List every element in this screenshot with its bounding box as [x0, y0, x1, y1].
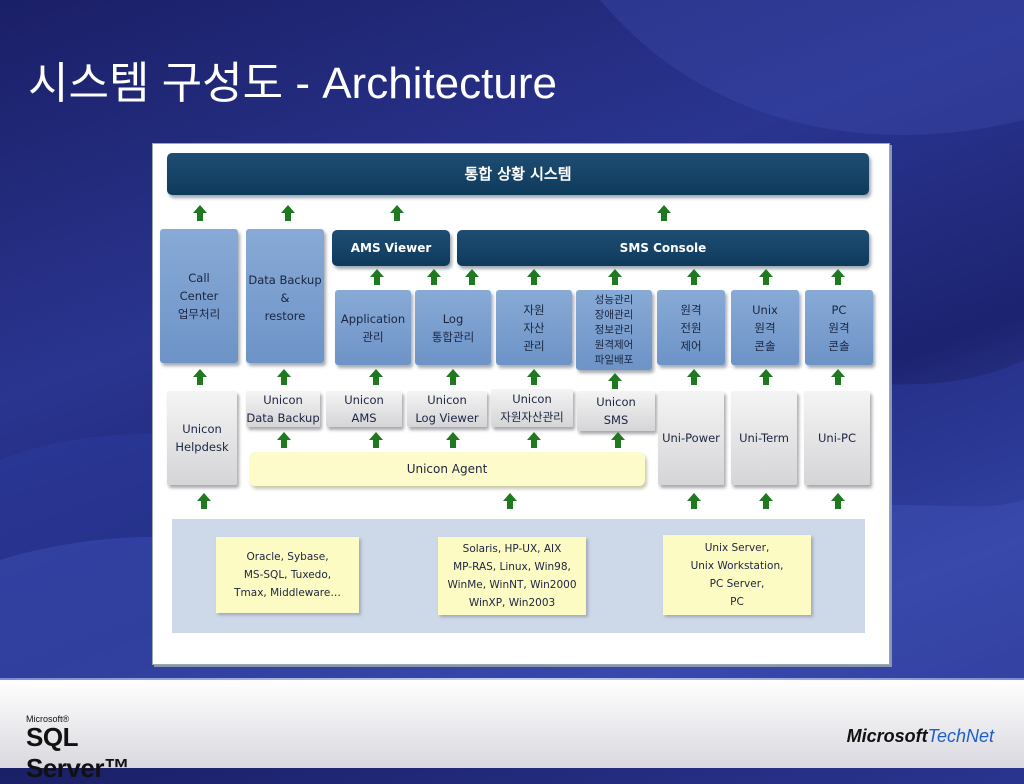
arrow-up-icon	[503, 493, 517, 509]
arrow-up-icon	[687, 369, 701, 385]
unicon-helpdesk-box: Unicon Helpdesk	[167, 391, 237, 485]
arrow-up-icon	[608, 373, 622, 389]
arrow-up-icon	[277, 432, 291, 448]
performance-box: 성능관리 장애관리 정보관리 원격제어 파일배포	[576, 290, 652, 370]
arrow-up-icon	[759, 369, 773, 385]
arrow-up-icon	[427, 269, 441, 285]
arrow-up-icon	[446, 432, 460, 448]
arrow-up-icon	[197, 493, 211, 509]
arrow-up-icon	[831, 269, 845, 285]
server-platform-box: Unix Server, Unix Workstation, PC Server…	[663, 535, 811, 615]
unix-console-box: Unix 원격 콘솔	[731, 290, 799, 365]
arrow-up-icon	[831, 369, 845, 385]
unicon-ams-box: Unicon AMS	[326, 391, 402, 427]
slide-title: 시스템 구성도 - Architecture	[28, 59, 557, 108]
unicon-agent-bar: Unicon Agent	[249, 452, 645, 486]
uni-term-box: Uni-Term	[731, 391, 797, 485]
arrow-up-icon	[369, 432, 383, 448]
technet-logo: MicrosoftTechNet	[846, 726, 994, 746]
arrow-up-icon	[193, 205, 207, 221]
arrow-up-icon	[446, 369, 460, 385]
arrow-up-icon	[831, 493, 845, 509]
uni-pc-box: Uni-PC	[804, 391, 870, 485]
arrow-up-icon	[281, 205, 295, 221]
pc-console-box: PC 원격 콘솔	[805, 290, 873, 365]
application-box: Application 관리	[335, 290, 411, 365]
arrow-up-icon	[611, 432, 625, 448]
arrow-up-icon	[527, 369, 541, 385]
power-control-box: 원격 전원 제어	[657, 290, 725, 365]
unicon-data-backup-box: Unicon Data Backup	[246, 391, 320, 427]
sms-console-bar: SMS Console	[457, 230, 869, 266]
arrow-up-icon	[687, 493, 701, 509]
unicon-log-viewer-box: Unicon Log Viewer	[407, 391, 487, 427]
arrow-up-icon	[687, 269, 701, 285]
arrow-up-icon	[465, 269, 479, 285]
unicon-asset-box: Unicon 자원자산관리	[491, 389, 573, 427]
arrow-up-icon	[759, 269, 773, 285]
footer	[0, 680, 1024, 768]
asset-box: 자원 자산 관리	[496, 290, 572, 365]
arrow-up-icon	[527, 269, 541, 285]
arrow-up-icon	[193, 369, 207, 385]
arrow-up-icon	[527, 432, 541, 448]
call-center-box: Call Center 업무처리	[160, 229, 238, 363]
arrow-up-icon	[657, 205, 671, 221]
database-platform-box: Oracle, Sybase, MS-SQL, Tuxedo, Tmax, Mi…	[216, 537, 359, 613]
os-platform-box: Solaris, HP-UX, AIX MP-RAS, Linux, Win98…	[438, 537, 586, 615]
uni-power-box: Uni-Power	[658, 391, 724, 485]
log-box: Log 통합관리	[415, 290, 491, 365]
integrated-system-bar: 통합 상황 시스템	[167, 153, 869, 195]
arrow-up-icon	[277, 369, 291, 385]
sql-server-logo: Microsoft® SQL Server™	[26, 714, 130, 783]
arrow-up-icon	[759, 493, 773, 509]
arrow-up-icon	[369, 369, 383, 385]
arrow-up-icon	[370, 269, 384, 285]
arrow-up-icon	[608, 269, 622, 285]
ams-viewer-bar: AMS Viewer	[332, 230, 450, 266]
data-backup-restore-box: Data Backup & restore	[246, 229, 324, 363]
architecture-diagram: 통합 상황 시스템 Call Center 업무처리 Data Backup &…	[152, 143, 890, 665]
unicon-sms-box: Unicon SMS	[577, 391, 655, 431]
arrow-up-icon	[390, 205, 404, 221]
